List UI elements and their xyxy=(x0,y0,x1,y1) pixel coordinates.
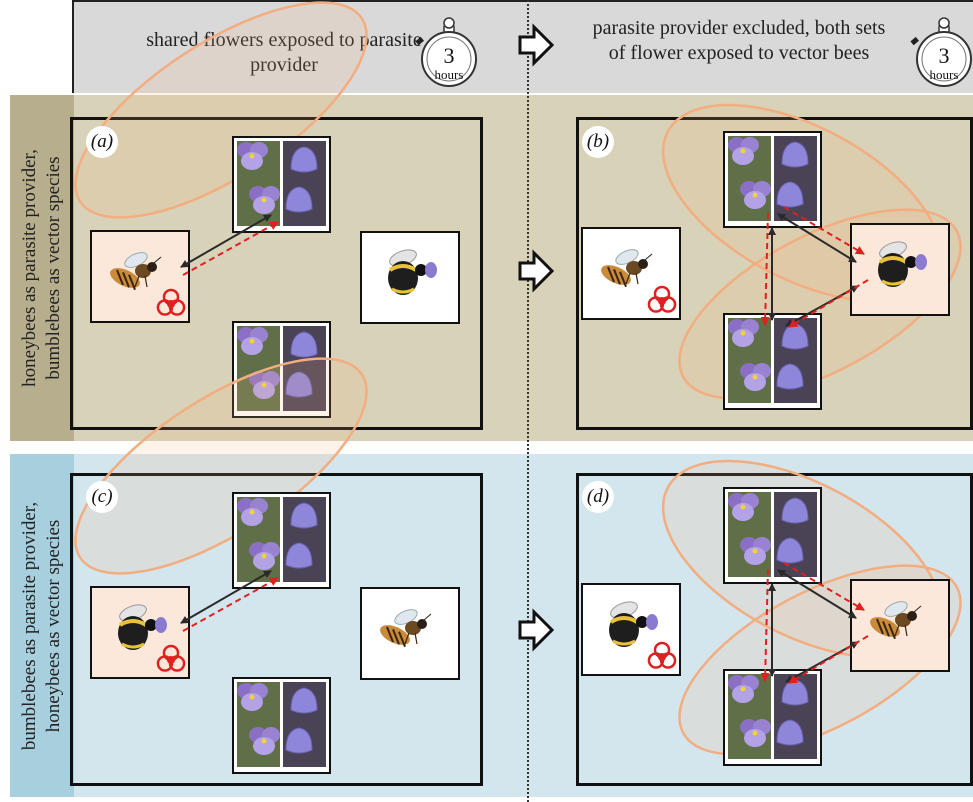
bellflower-icon xyxy=(776,323,809,390)
panel-b xyxy=(576,117,973,430)
dashed-transfer-arrow xyxy=(760,568,770,682)
exposure-ellipse xyxy=(74,357,368,575)
honeybee-icon xyxy=(380,609,432,648)
transfer-arrow xyxy=(180,214,272,268)
flower-tile xyxy=(723,487,822,584)
flower-tile xyxy=(232,492,331,589)
panel-label-c: (c) xyxy=(86,481,118,513)
pansy-flower-icon xyxy=(728,137,771,209)
flower-tile xyxy=(232,136,331,233)
bellflower-icon xyxy=(776,497,809,564)
bellflower-icon xyxy=(776,679,809,746)
honeybee-icon xyxy=(601,249,653,288)
bumblebee-icon xyxy=(388,249,437,295)
transfer-arrow xyxy=(777,569,857,619)
bellflower-icon xyxy=(285,687,318,754)
pansy-flower-icon xyxy=(728,675,771,747)
panel-d xyxy=(576,473,973,786)
flower-tile xyxy=(232,321,331,418)
transfer-arrow xyxy=(180,570,272,624)
pansy-flower-icon xyxy=(237,498,280,570)
bumblebee-icon xyxy=(118,604,167,650)
flower-tile xyxy=(723,131,822,228)
dashed-transfer-arrow xyxy=(760,212,770,326)
row-label-band: bumblebees as parasite provider, honeybe… xyxy=(10,454,74,797)
dashed-transfer-arrow xyxy=(788,279,869,328)
biohazard-icon xyxy=(647,641,677,669)
row-label-band: honeybees as parasite provider, bumblebe… xyxy=(10,95,74,441)
pansy-flower-icon xyxy=(237,142,280,214)
dashed-transfer-arrow xyxy=(783,562,865,611)
timer-unit: hours xyxy=(435,67,464,82)
flower-tile xyxy=(232,677,331,774)
panel-a xyxy=(70,117,483,430)
dashed-transfer-arrow xyxy=(182,577,279,632)
honeybee-icon xyxy=(870,601,922,640)
biohazard-icon xyxy=(647,285,677,313)
timer-unit: hours xyxy=(930,67,959,82)
bellflower-icon xyxy=(776,141,809,208)
right-arrow-icon xyxy=(518,23,555,67)
flower-tile xyxy=(723,669,822,766)
dotted-divider xyxy=(527,0,529,802)
panel-label-d: (d) xyxy=(582,481,614,513)
pansy-flower-icon xyxy=(237,327,280,399)
transfer-arrow xyxy=(777,213,857,263)
biohazard-icon xyxy=(156,644,186,672)
bumblebee-icon xyxy=(878,241,927,287)
right-caption: parasite provider excluded, both sets of… xyxy=(592,17,886,64)
panel-c xyxy=(70,473,483,786)
bumblebee-icon xyxy=(609,601,658,647)
bellflower-icon xyxy=(285,331,318,398)
pansy-flower-icon xyxy=(728,493,771,565)
right-arrow-icon xyxy=(518,608,555,652)
flower-tile xyxy=(723,313,822,410)
panel-label-a: (a) xyxy=(86,126,118,158)
timer-number: 3 xyxy=(939,43,950,68)
dashed-transfer-arrow xyxy=(788,635,869,684)
bellflower-icon xyxy=(285,502,318,569)
right-arrow-icon xyxy=(518,249,555,293)
bellflower-icon xyxy=(285,146,318,213)
pansy-flower-icon xyxy=(237,683,280,755)
header-bar: shared flowers exposed to parasite provi… xyxy=(72,0,973,93)
honeybee-icon xyxy=(110,252,162,291)
dashed-transfer-arrow xyxy=(182,221,279,276)
dashed-transfer-arrow xyxy=(783,206,865,255)
biohazard-icon xyxy=(156,288,186,316)
panel-label-b: (b) xyxy=(582,126,614,158)
timer-number: 3 xyxy=(444,43,455,68)
pansy-flower-icon xyxy=(728,319,771,391)
